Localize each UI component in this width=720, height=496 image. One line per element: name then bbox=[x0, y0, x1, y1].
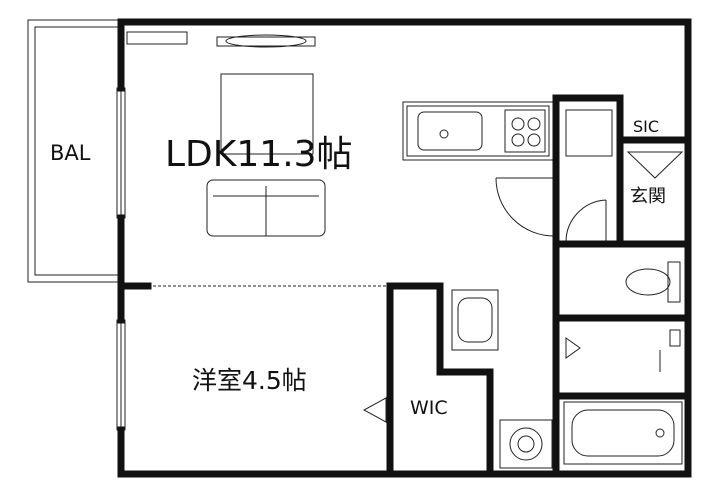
wic-marker bbox=[362, 397, 387, 423]
walk-in-closet-label: WIC bbox=[410, 397, 448, 419]
stove bbox=[504, 109, 546, 153]
entrance-label: 玄関 bbox=[630, 186, 666, 207]
dining-table bbox=[220, 73, 314, 155]
ldk-door bbox=[495, 177, 556, 237]
hall-door bbox=[565, 199, 607, 244]
kitchen-counter bbox=[402, 101, 554, 161]
toilet bbox=[625, 261, 681, 303]
walls bbox=[117, 18, 692, 478]
balcony-label: BAL bbox=[50, 141, 91, 165]
entrance-marker bbox=[626, 151, 684, 179]
sink bbox=[417, 111, 483, 151]
washbasin bbox=[451, 289, 499, 351]
ldk-furniture bbox=[126, 31, 326, 237]
bath-marker bbox=[565, 337, 581, 359]
ldk-room-label: LDK11.3帖 bbox=[165, 134, 353, 175]
bathtub bbox=[563, 329, 683, 465]
fridge-space bbox=[565, 109, 613, 157]
shoe-closet-label: SIC bbox=[633, 117, 660, 136]
washing-machine bbox=[499, 419, 553, 469]
western-room-label: 洋室4.5帖 bbox=[192, 366, 307, 395]
